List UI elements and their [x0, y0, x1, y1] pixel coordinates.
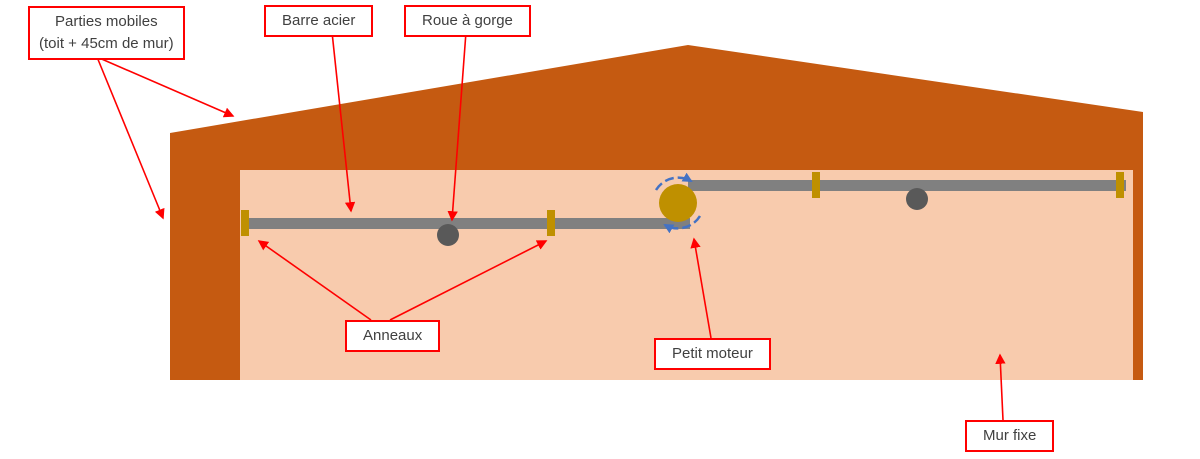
- ring-3: [812, 172, 820, 198]
- grooved-wheel-left: [437, 224, 459, 246]
- label-mur-fixe: Mur fixe: [965, 420, 1055, 452]
- motor-shape: [659, 184, 697, 222]
- steel-bar-right: [688, 180, 1126, 191]
- label-barre-acier: Barre acier: [264, 5, 374, 37]
- label-parties-mobiles: Parties mobiles (toit + 45cm de mur): [28, 6, 185, 60]
- label-anneaux-text: Anneaux: [363, 327, 423, 344]
- label-roue-a-gorge: Roue à gorge: [404, 5, 531, 37]
- pointer-mur-fixe: [995, 353, 1006, 421]
- grooved-wheel-right: [906, 188, 928, 210]
- ring-4: [1116, 172, 1124, 198]
- pointer-anneaux-right: [389, 240, 548, 321]
- pointer-anneaux-left: [257, 240, 372, 321]
- label-parties-mobiles-line1: Parties mobiles: [55, 13, 158, 30]
- label-petit-moteur-text: Petit moteur: [672, 345, 753, 362]
- pointer-parties-mobiles-wall: [96, 56, 165, 220]
- label-parties-mobiles-line2: (toit + 45cm de mur): [39, 34, 174, 52]
- ring-2: [547, 210, 555, 236]
- label-mur-fixe-text: Mur fixe: [983, 427, 1037, 444]
- pointer-roue-a-gorge: [447, 31, 467, 222]
- pointer-parties-mobiles-roof: [96, 56, 235, 118]
- rotation-arrow-bottom-icon: [663, 215, 702, 234]
- pointer-barre-acier: [331, 31, 356, 213]
- ring-1: [241, 210, 249, 236]
- pointer-petit-moteur: [690, 237, 712, 339]
- label-roue-a-gorge-text: Roue à gorge: [422, 12, 513, 29]
- steel-bar-left: [245, 218, 690, 229]
- label-anneaux: Anneaux: [345, 320, 441, 352]
- label-barre-acier-text: Barre acier: [282, 12, 356, 29]
- rotation-arrow-top-icon: [654, 172, 693, 191]
- label-petit-moteur: Petit moteur: [654, 338, 771, 370]
